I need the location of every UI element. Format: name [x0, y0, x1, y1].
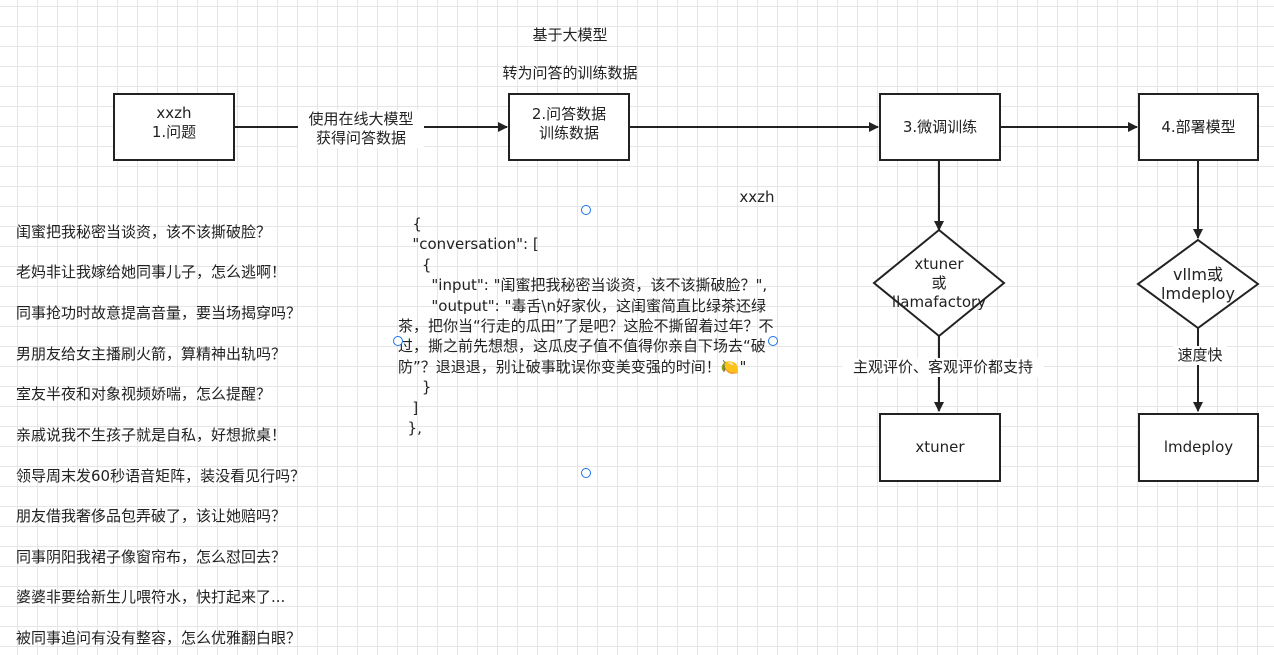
question-item: 同事阴阳我裙子像窗帘布，怎么怼回去？ [16, 548, 287, 566]
step2-node[interactable]: 2.问答数据 训练数据 [508, 93, 630, 161]
result-right-label: lmdeploy [1163, 438, 1234, 456]
question-item: 被同事追问有没有整容，怎么优雅翻白眼？ [16, 629, 302, 647]
edge-label-speed: 速度快 [1173, 346, 1227, 365]
diagram-title: 基于大模型 转为问答的训练数据 [470, 7, 670, 102]
step2-label: 2.问答数据 训练数据 [531, 105, 607, 142]
resize-handle-bottom[interactable] [581, 468, 591, 478]
step4-node[interactable]: 4.部署模型 [1138, 93, 1259, 161]
question-item: 朋友借我奢侈品包弄破了，该让她赔吗？ [16, 507, 287, 525]
step3-label: 3.微调训练 [902, 117, 978, 136]
step1-label: xxzh 1.问题 [151, 104, 197, 141]
question-item: 领导周末发60秒语音矩阵，装没看见行吗？ [16, 467, 306, 485]
result-left-label: xtuner [915, 438, 965, 456]
edge-label-online-llm: 使用在线大模型 获得问答数据 [298, 110, 424, 148]
question-item: 闺蜜把我秘密当谈资，该不该撕破脸？ [16, 223, 272, 241]
decision-right-label: vllm或 lmdeploy [1161, 265, 1235, 303]
decision-left-shape[interactable] [872, 228, 1006, 338]
question-item: 婆婆非要给新生儿喂符水，快打起来了... [16, 588, 286, 606]
title-line-2: 转为问答的训练数据 [502, 64, 638, 82]
decision-left-label: xtuner 或 llamafactory [891, 255, 987, 311]
resize-handle-left[interactable] [393, 336, 403, 346]
question-item: 亲戚说我不生孩子就是自私，好想掀桌！ [16, 426, 287, 444]
edge-label-eval: 主观评价、客观评价都支持 [842, 358, 1044, 377]
resize-handle-top[interactable] [581, 205, 591, 215]
question-item: 同事抢功时故意提高音量，要当场揭穿吗？ [16, 304, 302, 322]
title-line-1: 基于大模型 [532, 26, 608, 44]
step3-node[interactable]: 3.微调训练 [879, 93, 1001, 161]
question-item: 男朋友给女主播刷火箭，算精神出轨吗？ [16, 345, 287, 363]
question-item: 室友半夜和对象视频娇喘，怎么提醒？ [16, 385, 272, 403]
step4-label: 4.部署模型 [1161, 117, 1236, 136]
json-sample-text[interactable]: { "conversation": [ { "input": "闺蜜把我秘密当谈… [398, 215, 774, 438]
resize-handle-right[interactable] [768, 336, 778, 346]
decision-right-shape[interactable] [1136, 238, 1260, 330]
question-item: 老妈非让我嫁给她同事儿子，怎么逃啊！ [16, 263, 287, 281]
step1-node[interactable]: xxzh 1.问题 [113, 93, 235, 161]
result-right-node[interactable]: lmdeploy [1138, 413, 1259, 482]
floating-xxzh-label: xxzh [739, 188, 775, 206]
result-left-node[interactable]: xtuner [879, 413, 1001, 482]
